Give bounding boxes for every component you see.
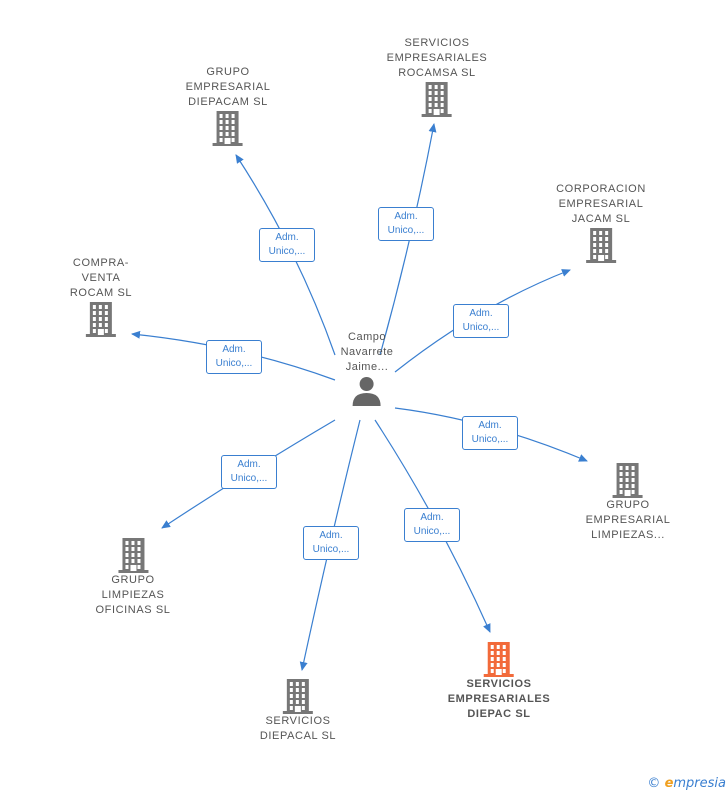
edge-label-rocamsa[interactable]: Adm.Unico,... — [378, 207, 434, 241]
building-icon — [421, 82, 452, 117]
building-icon — [282, 679, 313, 714]
edge-label-jacam[interactable]: Adm.Unico,... — [453, 304, 509, 338]
edge-label-oficinas[interactable]: Adm.Unico,... — [221, 455, 277, 489]
building-icon — [118, 538, 148, 573]
building-icon — [612, 463, 643, 498]
brand-logo-initial: e — [664, 776, 674, 791]
edge-label-diepac[interactable]: Adm.Unico,... — [404, 508, 460, 542]
brand-logo-text: mpresia — [673, 776, 726, 791]
copyright-icon: © — [647, 776, 661, 791]
edge-label-diepacam[interactable]: Adm.Unico,... — [259, 228, 315, 262]
building-icon — [586, 228, 616, 263]
edge-label-diepacal[interactable]: Adm.Unico,... — [303, 526, 359, 560]
copyright-mark: © empresia — [647, 776, 726, 791]
building-icon — [212, 111, 243, 146]
building-icon-highlighted — [483, 642, 514, 677]
person-icon — [352, 377, 381, 406]
building-icon — [85, 302, 116, 337]
edge-label-compraventa[interactable]: Adm.Unico,... — [206, 340, 262, 374]
edge-label-limpiezas[interactable]: Adm.Unico,... — [462, 416, 518, 450]
